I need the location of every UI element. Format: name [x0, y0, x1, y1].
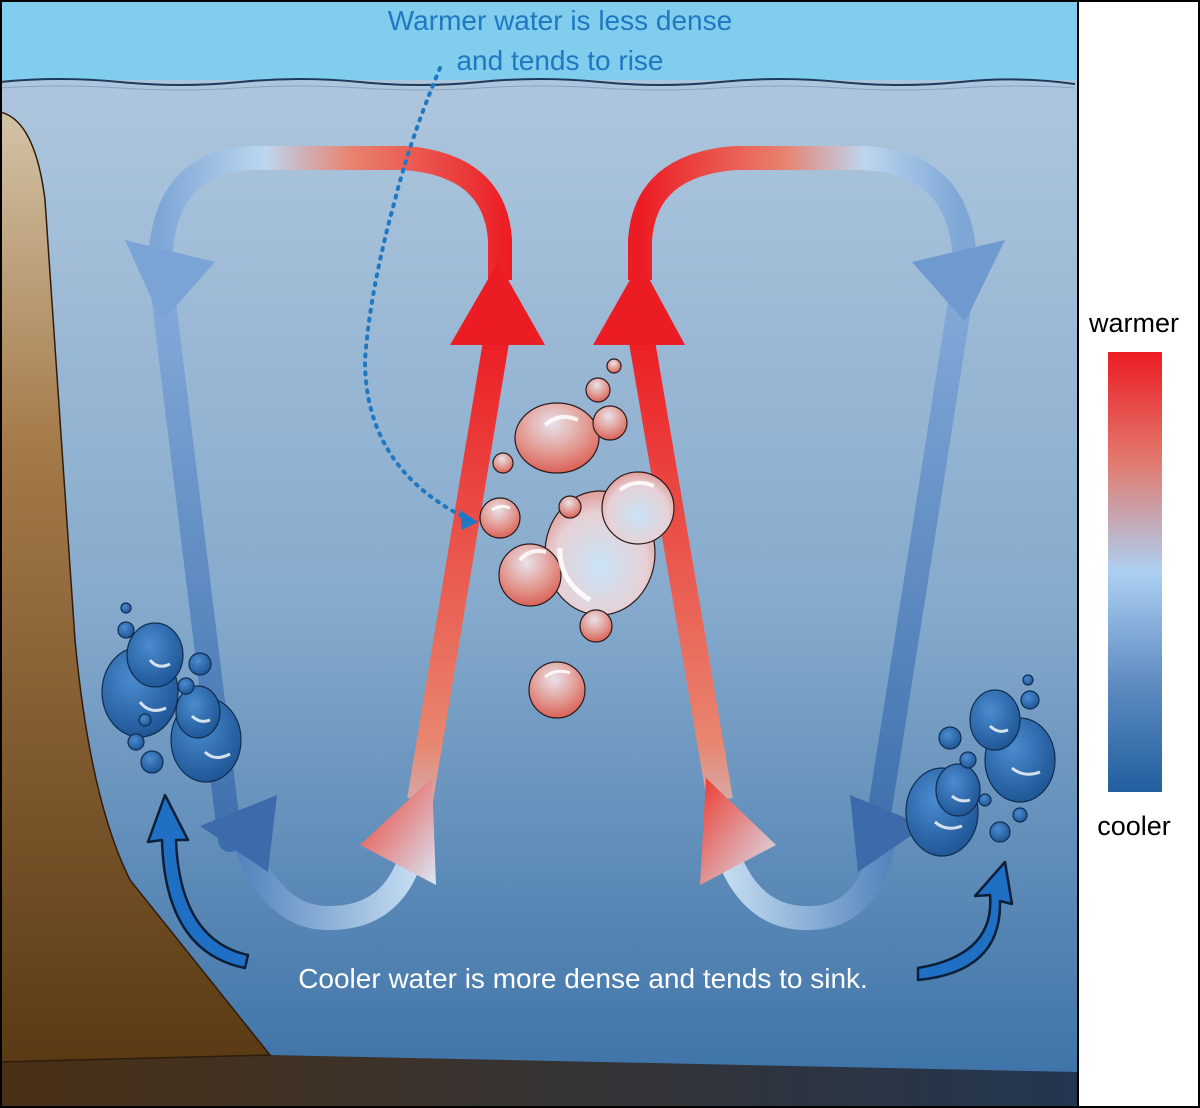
right-cool-arrowhead-top — [912, 240, 1005, 322]
bubble-highlights — [491, 414, 655, 679]
cool-bubble-highlights-right — [933, 724, 1041, 830]
sink-arrow-right — [916, 860, 1014, 982]
sink-arrow-left — [146, 793, 250, 970]
warm-annotation-line2: and tends to rise — [456, 45, 663, 76]
legend-color-bar — [1108, 352, 1162, 792]
left-top-arc — [148, 146, 512, 280]
right-rising-current — [627, 327, 733, 803]
dotted-pointer-arrowhead — [460, 510, 478, 530]
legend-warmer-label: warmer — [1088, 308, 1179, 338]
cool-bubbles-left — [101, 602, 242, 783]
left-bottom-arc — [228, 826, 422, 930]
cool-annotation: Cooler water is more dense and tends to … — [298, 963, 868, 994]
left-cool-arrowhead-top — [125, 240, 215, 322]
left-mixed-arrowhead — [360, 778, 436, 885]
dotted-pointer-line — [362, 66, 472, 522]
right-cool-arrowhead-bottom — [850, 795, 925, 872]
shore-soil — [0, 111, 272, 1063]
sky-band — [0, 0, 1078, 84]
left-rising-current — [407, 327, 511, 803]
right-mixed-arrowhead — [700, 778, 776, 885]
right-warm-arrowhead — [593, 262, 685, 345]
right-top-arc — [628, 146, 977, 280]
cool-bubble-highlights-left — [138, 659, 231, 759]
legend-cooler-label: cooler — [1097, 811, 1171, 841]
right-sinking-current — [863, 258, 977, 852]
cool-bubbles-right — [905, 674, 1056, 857]
left-warm-arrowhead — [450, 262, 545, 345]
water-surface — [0, 78, 1076, 86]
warm-annotation-line1: Warmer water is less dense — [388, 5, 732, 36]
lake-bottom — [0, 1055, 1078, 1108]
left-cool-arrowhead-bottom — [200, 795, 277, 872]
right-bottom-arc — [718, 832, 897, 931]
